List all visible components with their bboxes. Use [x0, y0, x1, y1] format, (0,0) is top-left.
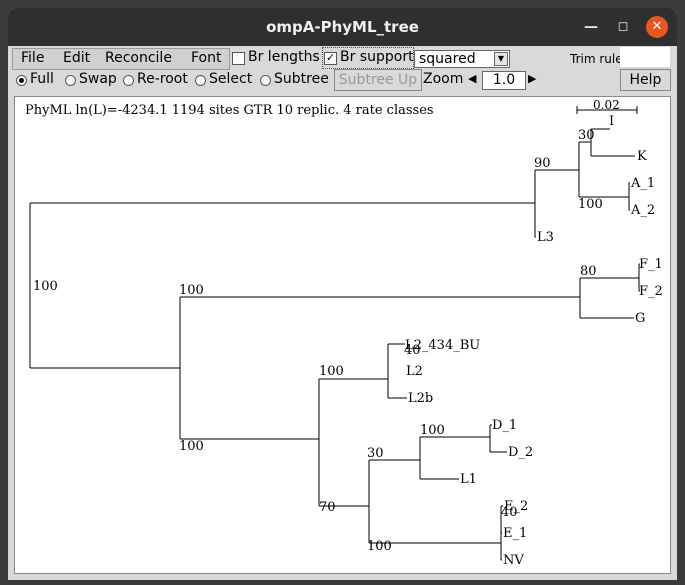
main-window: ompA-PhyML_tree — ◻ ✕ File Edit Reconcil…	[8, 8, 677, 580]
title-bar[interactable]: ompA-PhyML_tree — ◻ ✕	[8, 8, 677, 46]
leaf-label[interactable]: A_1	[630, 176, 655, 191]
support-label: 100	[33, 279, 58, 294]
support-label: 100	[578, 197, 603, 212]
menu-reconcile[interactable]: Reconcile	[105, 50, 172, 66]
br-support-focus	[322, 47, 414, 69]
support-label: 70	[319, 500, 336, 515]
tree-header: PhyML ln(L)=-4234.1 1194 sites GTR 10 re…	[25, 103, 434, 118]
support-label: 30	[578, 128, 595, 143]
support-label: 80	[580, 264, 597, 279]
support-label: 100	[179, 283, 204, 298]
leaf-label[interactable]: D_2	[508, 445, 533, 460]
br-support-checkbox[interactable]: ✓	[324, 52, 337, 65]
mode-reroot-label: Re-root	[137, 71, 188, 87]
menu-font[interactable]: Font	[191, 50, 222, 66]
support-label: 30	[367, 446, 384, 461]
leaf-label[interactable]: E_1	[503, 526, 527, 541]
leaf-label[interactable]: NV	[503, 553, 524, 568]
mode-swap-label: Swap	[79, 71, 117, 87]
tree-branches	[29, 106, 640, 561]
leaf-label[interactable]: L2	[406, 364, 423, 379]
support-label: 100	[179, 439, 204, 454]
mode-reroot-radio[interactable]	[123, 75, 134, 86]
leaf-label[interactable]: E_2	[504, 499, 528, 514]
support-style-select[interactable]: squared ▼	[414, 50, 510, 68]
leaf-label[interactable]: L2_434_BU	[405, 338, 480, 353]
scale-bar	[576, 106, 638, 114]
support-label: 90	[534, 156, 551, 171]
support-label: 100	[420, 423, 445, 438]
leaf-label[interactable]: K	[637, 149, 647, 164]
support-label: 40	[404, 343, 421, 358]
mode-select-label: Select	[209, 71, 253, 87]
leaf-label[interactable]: A_2	[630, 203, 655, 218]
minimize-icon[interactable]: —	[584, 19, 598, 35]
leaf-label[interactable]: D_1	[492, 418, 517, 433]
tree-drawing: I K A_1 A_2 L3 F_1 F_2 G L2_434_BU L2 L2…	[29, 98, 663, 568]
support-label: 40	[501, 505, 518, 520]
tree-canvas[interactable]: PhyML ln(L)=-4234.1 1194 sites GTR 10 re…	[14, 96, 671, 574]
zoom-increase-icon[interactable]: ▶	[528, 72, 537, 85]
tree-labels: I K A_1 A_2 L3 F_1 F_2 G L2_434_BU L2 L2…	[33, 98, 663, 568]
window-title: ompA-PhyML_tree	[266, 18, 419, 36]
support-label: 100	[367, 539, 392, 554]
mode-subtree-label: Subtree	[274, 71, 329, 87]
close-icon[interactable]: ✕	[646, 16, 668, 38]
subtree-up-button[interactable]: Subtree Up	[334, 69, 422, 91]
menu-bar: File Edit Reconcile Font	[12, 48, 230, 70]
leaf-label[interactable]: L2b	[408, 391, 433, 406]
leaf-label[interactable]: I	[609, 114, 614, 129]
zoom-label: Zoom	[423, 71, 464, 87]
br-support-label: Br support	[340, 49, 414, 65]
support-style-value: squared	[419, 51, 476, 67]
trim-rule-label: Trim rule:	[570, 52, 627, 66]
br-lengths-label: Br lengths	[248, 49, 320, 65]
leaf-label[interactable]: L3	[537, 230, 554, 245]
support-label: 100	[319, 364, 344, 379]
mode-subtree-radio[interactable]	[260, 75, 271, 86]
trim-rule-input[interactable]	[620, 47, 670, 67]
zoom-decrease-icon[interactable]: ◀	[468, 72, 477, 85]
leaf-label[interactable]: L1	[460, 472, 477, 487]
mode-swap-radio[interactable]	[65, 75, 76, 86]
leaf-label[interactable]: G	[635, 311, 645, 326]
mode-select-radio[interactable]	[195, 75, 206, 86]
help-button[interactable]: Help	[620, 69, 671, 91]
chevron-down-icon: ▼	[494, 52, 508, 66]
menu-edit[interactable]: Edit	[63, 50, 91, 66]
menu-file[interactable]: File	[21, 50, 45, 66]
br-lengths-checkbox[interactable]	[232, 52, 245, 65]
zoom-input[interactable]: 1.0	[482, 71, 526, 90]
leaf-label[interactable]: F_1	[639, 257, 663, 272]
mode-full-radio[interactable]	[16, 75, 27, 86]
mode-full-label: Full	[30, 71, 54, 87]
maximize-icon[interactable]: ◻	[617, 19, 629, 34]
leaf-label[interactable]: F_2	[639, 284, 663, 299]
scale-label: 0.02	[593, 98, 620, 112]
